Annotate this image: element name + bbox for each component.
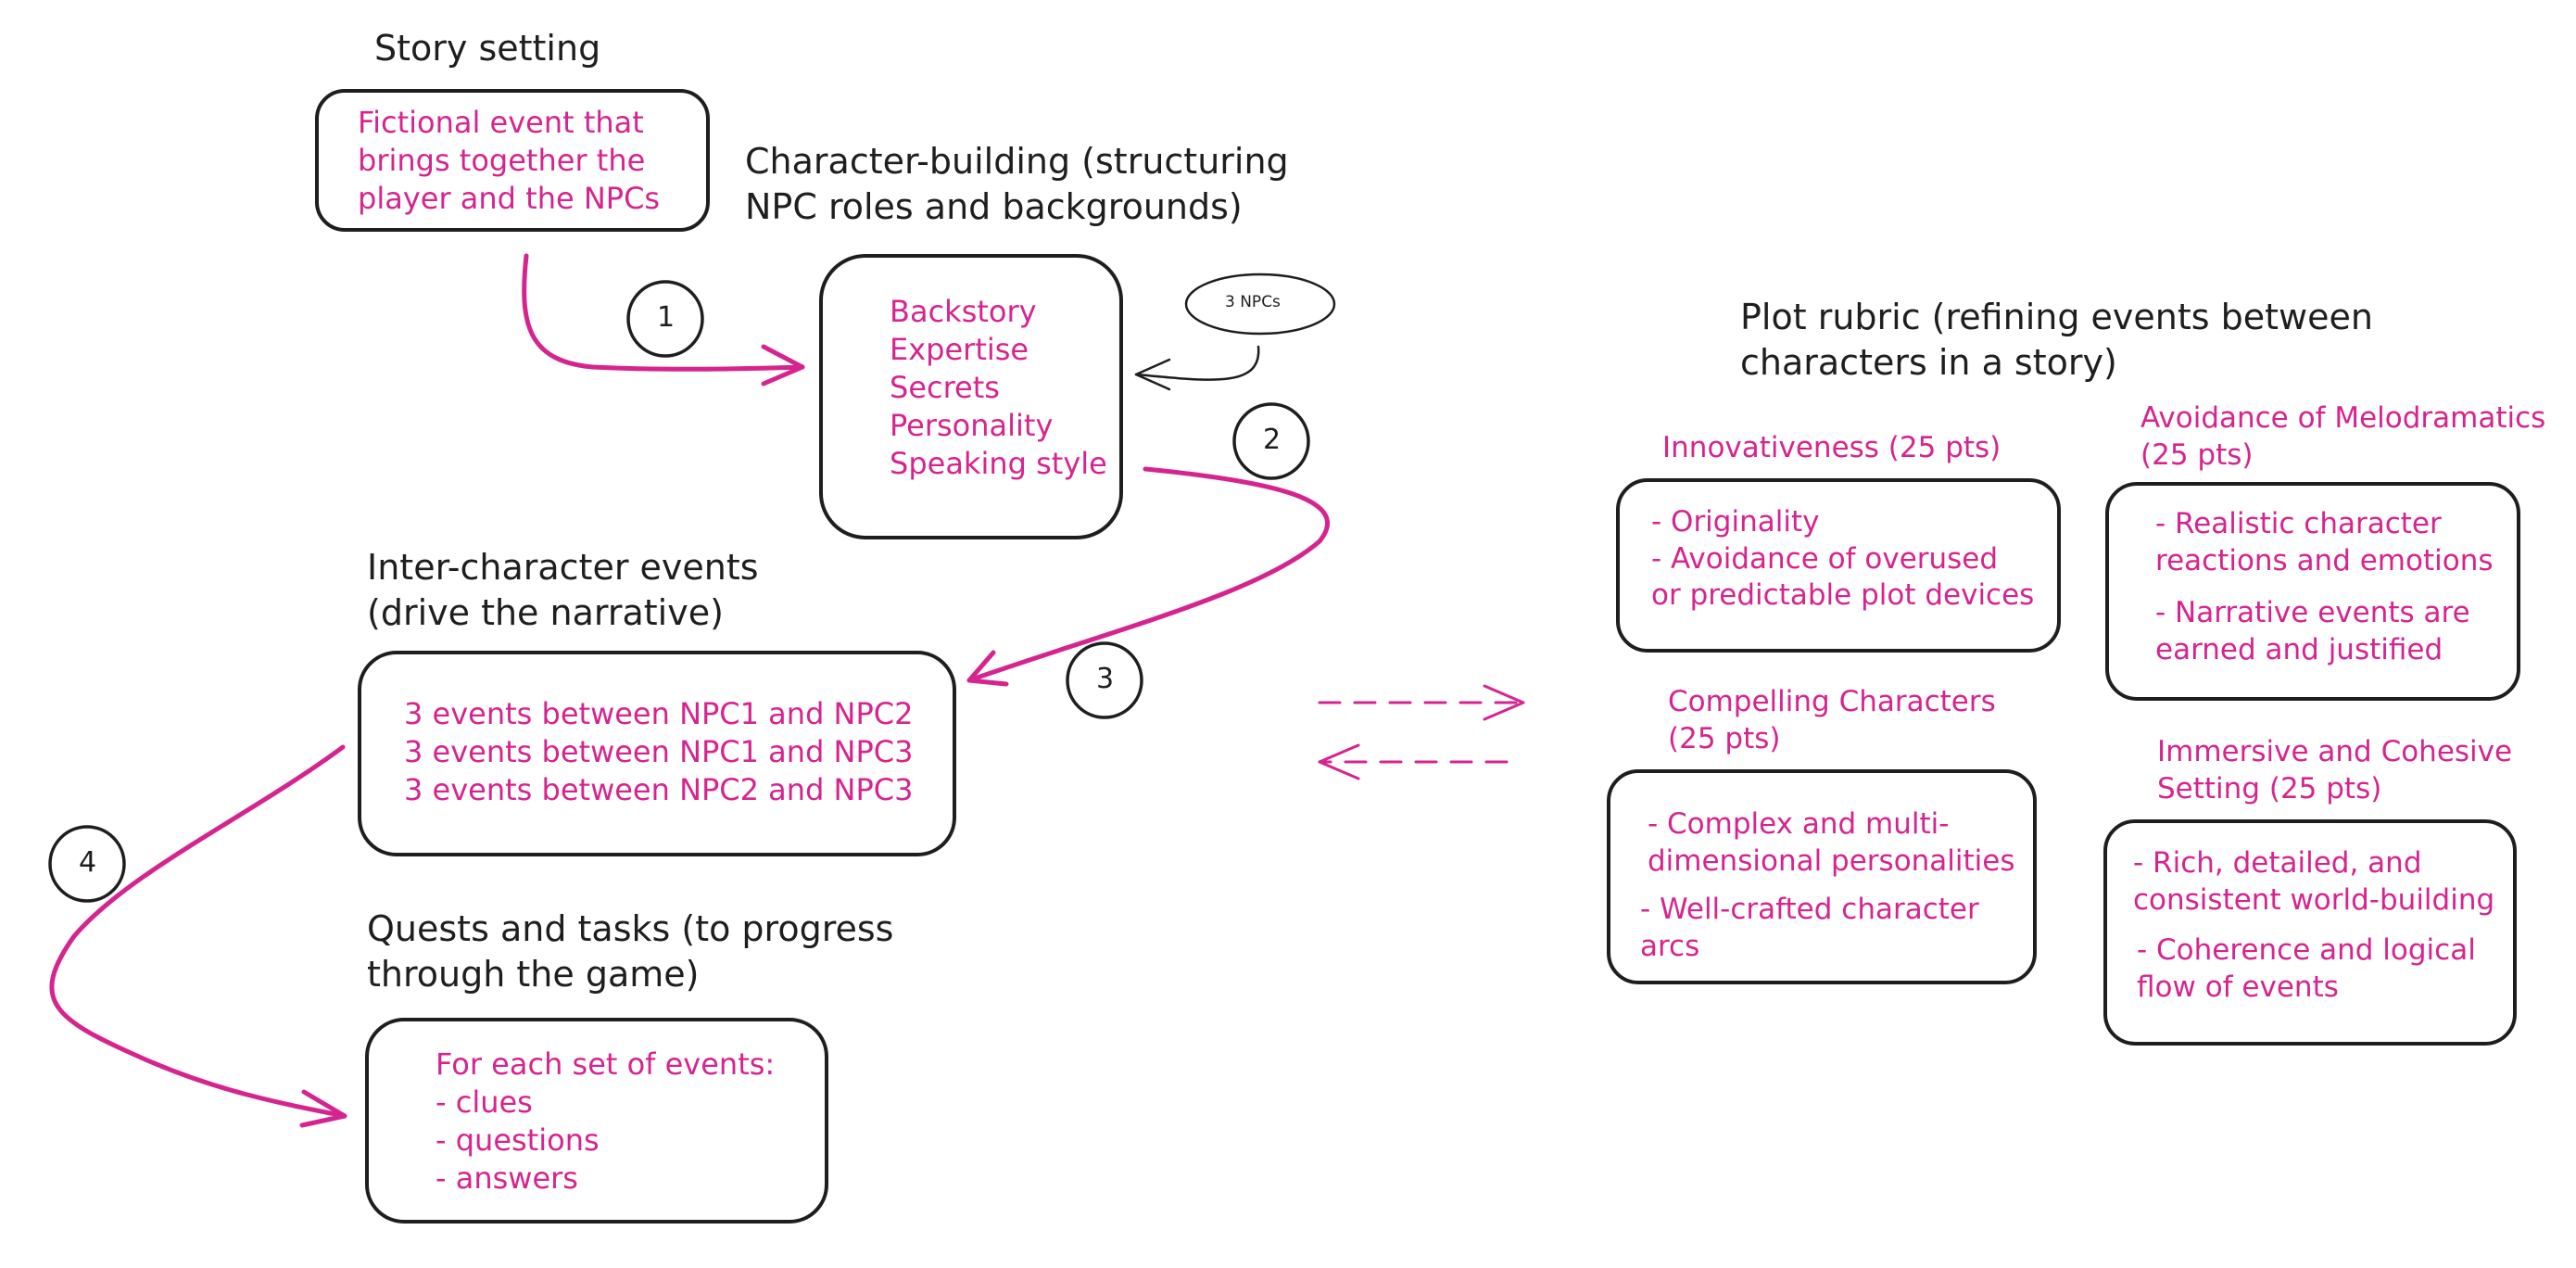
melodramatics-title: Avoidance of Melodramatics (25 pts) [2140, 401, 2546, 472]
story-setting-box [315, 89, 710, 232]
quests-title: Quests and tasks (to progress through th… [367, 908, 894, 995]
arrow-4-head [299, 1089, 347, 1128]
characters-item-2: - Well-crafted character arcs [1640, 893, 1979, 963]
melodramatics-item-2: - Narrative events are earned and justif… [2155, 596, 2470, 666]
characters-box [1607, 769, 2037, 984]
inter-character-box [358, 651, 956, 856]
melodramatics-item-1: - Realistic character reactions and emot… [2155, 507, 2494, 577]
step-2-label: 2 [1263, 424, 1282, 456]
step-3-circle [1066, 641, 1143, 719]
npc-note-arrow [1134, 345, 1260, 381]
setting-item-1: - Rich, detailed, and consistent world-b… [2133, 846, 2495, 917]
step-1-label: 1 [657, 301, 676, 334]
character-building-box [819, 254, 1123, 539]
innovativeness-title: Innovativeness (25 pts) [1662, 431, 2001, 464]
arrow-1-head [761, 344, 805, 387]
npc-count-ellipse [1184, 273, 1336, 336]
step-4-label: 4 [79, 846, 97, 879]
step-2-circle [1232, 402, 1310, 480]
innovativeness-box [1616, 478, 2061, 653]
inter-character-title: Inter-character events (drive the narrat… [367, 547, 759, 633]
quests-box [365, 1018, 828, 1224]
quests-body: For each set of events: - clues - questi… [436, 1046, 776, 1196]
story-setting-title: Story setting [374, 28, 601, 69]
arrow-2-head [966, 650, 1009, 687]
dashed-arrow-left-head [1318, 743, 1360, 780]
dashed-arrow-right-head [1483, 684, 1525, 721]
npc-note-arrowhead [1134, 358, 1171, 391]
step-1-circle [626, 280, 704, 358]
melodramatics-box [2105, 482, 2520, 701]
step-3-label: 3 [1096, 663, 1115, 695]
arrow-1 [522, 253, 805, 372]
innovativeness-body: - Originality - Avoidance of overused or… [1651, 505, 2035, 613]
character-building-title: Character-building (structuring NPC role… [745, 141, 1289, 227]
characters-item-1: - Complex and multi- dimensional persona… [1648, 807, 2015, 878]
arrow-4 [49, 744, 347, 1119]
characters-title: Compelling Characters (25 pts) [1668, 685, 1996, 755]
setting-item-2: - Coherence and logical flow of events [2137, 933, 2476, 1004]
step-4-circle [48, 825, 126, 903]
setting-title: Immersive and Cohesive Setting (25 pts) [2157, 735, 2513, 805]
character-building-body: Backstory Expertise Secrets Personality … [890, 294, 1107, 481]
npc-count-note: 3 NPCs [1225, 293, 1281, 311]
rubric-title: Plot rubric (refining events between cha… [1740, 297, 2373, 383]
inter-character-body: 3 events between NPC1 and NPC2 3 events … [404, 696, 914, 807]
setting-box [2103, 819, 2517, 1046]
arrow-2 [966, 466, 1330, 683]
story-setting-body: Fictional event that brings together the… [358, 105, 661, 216]
